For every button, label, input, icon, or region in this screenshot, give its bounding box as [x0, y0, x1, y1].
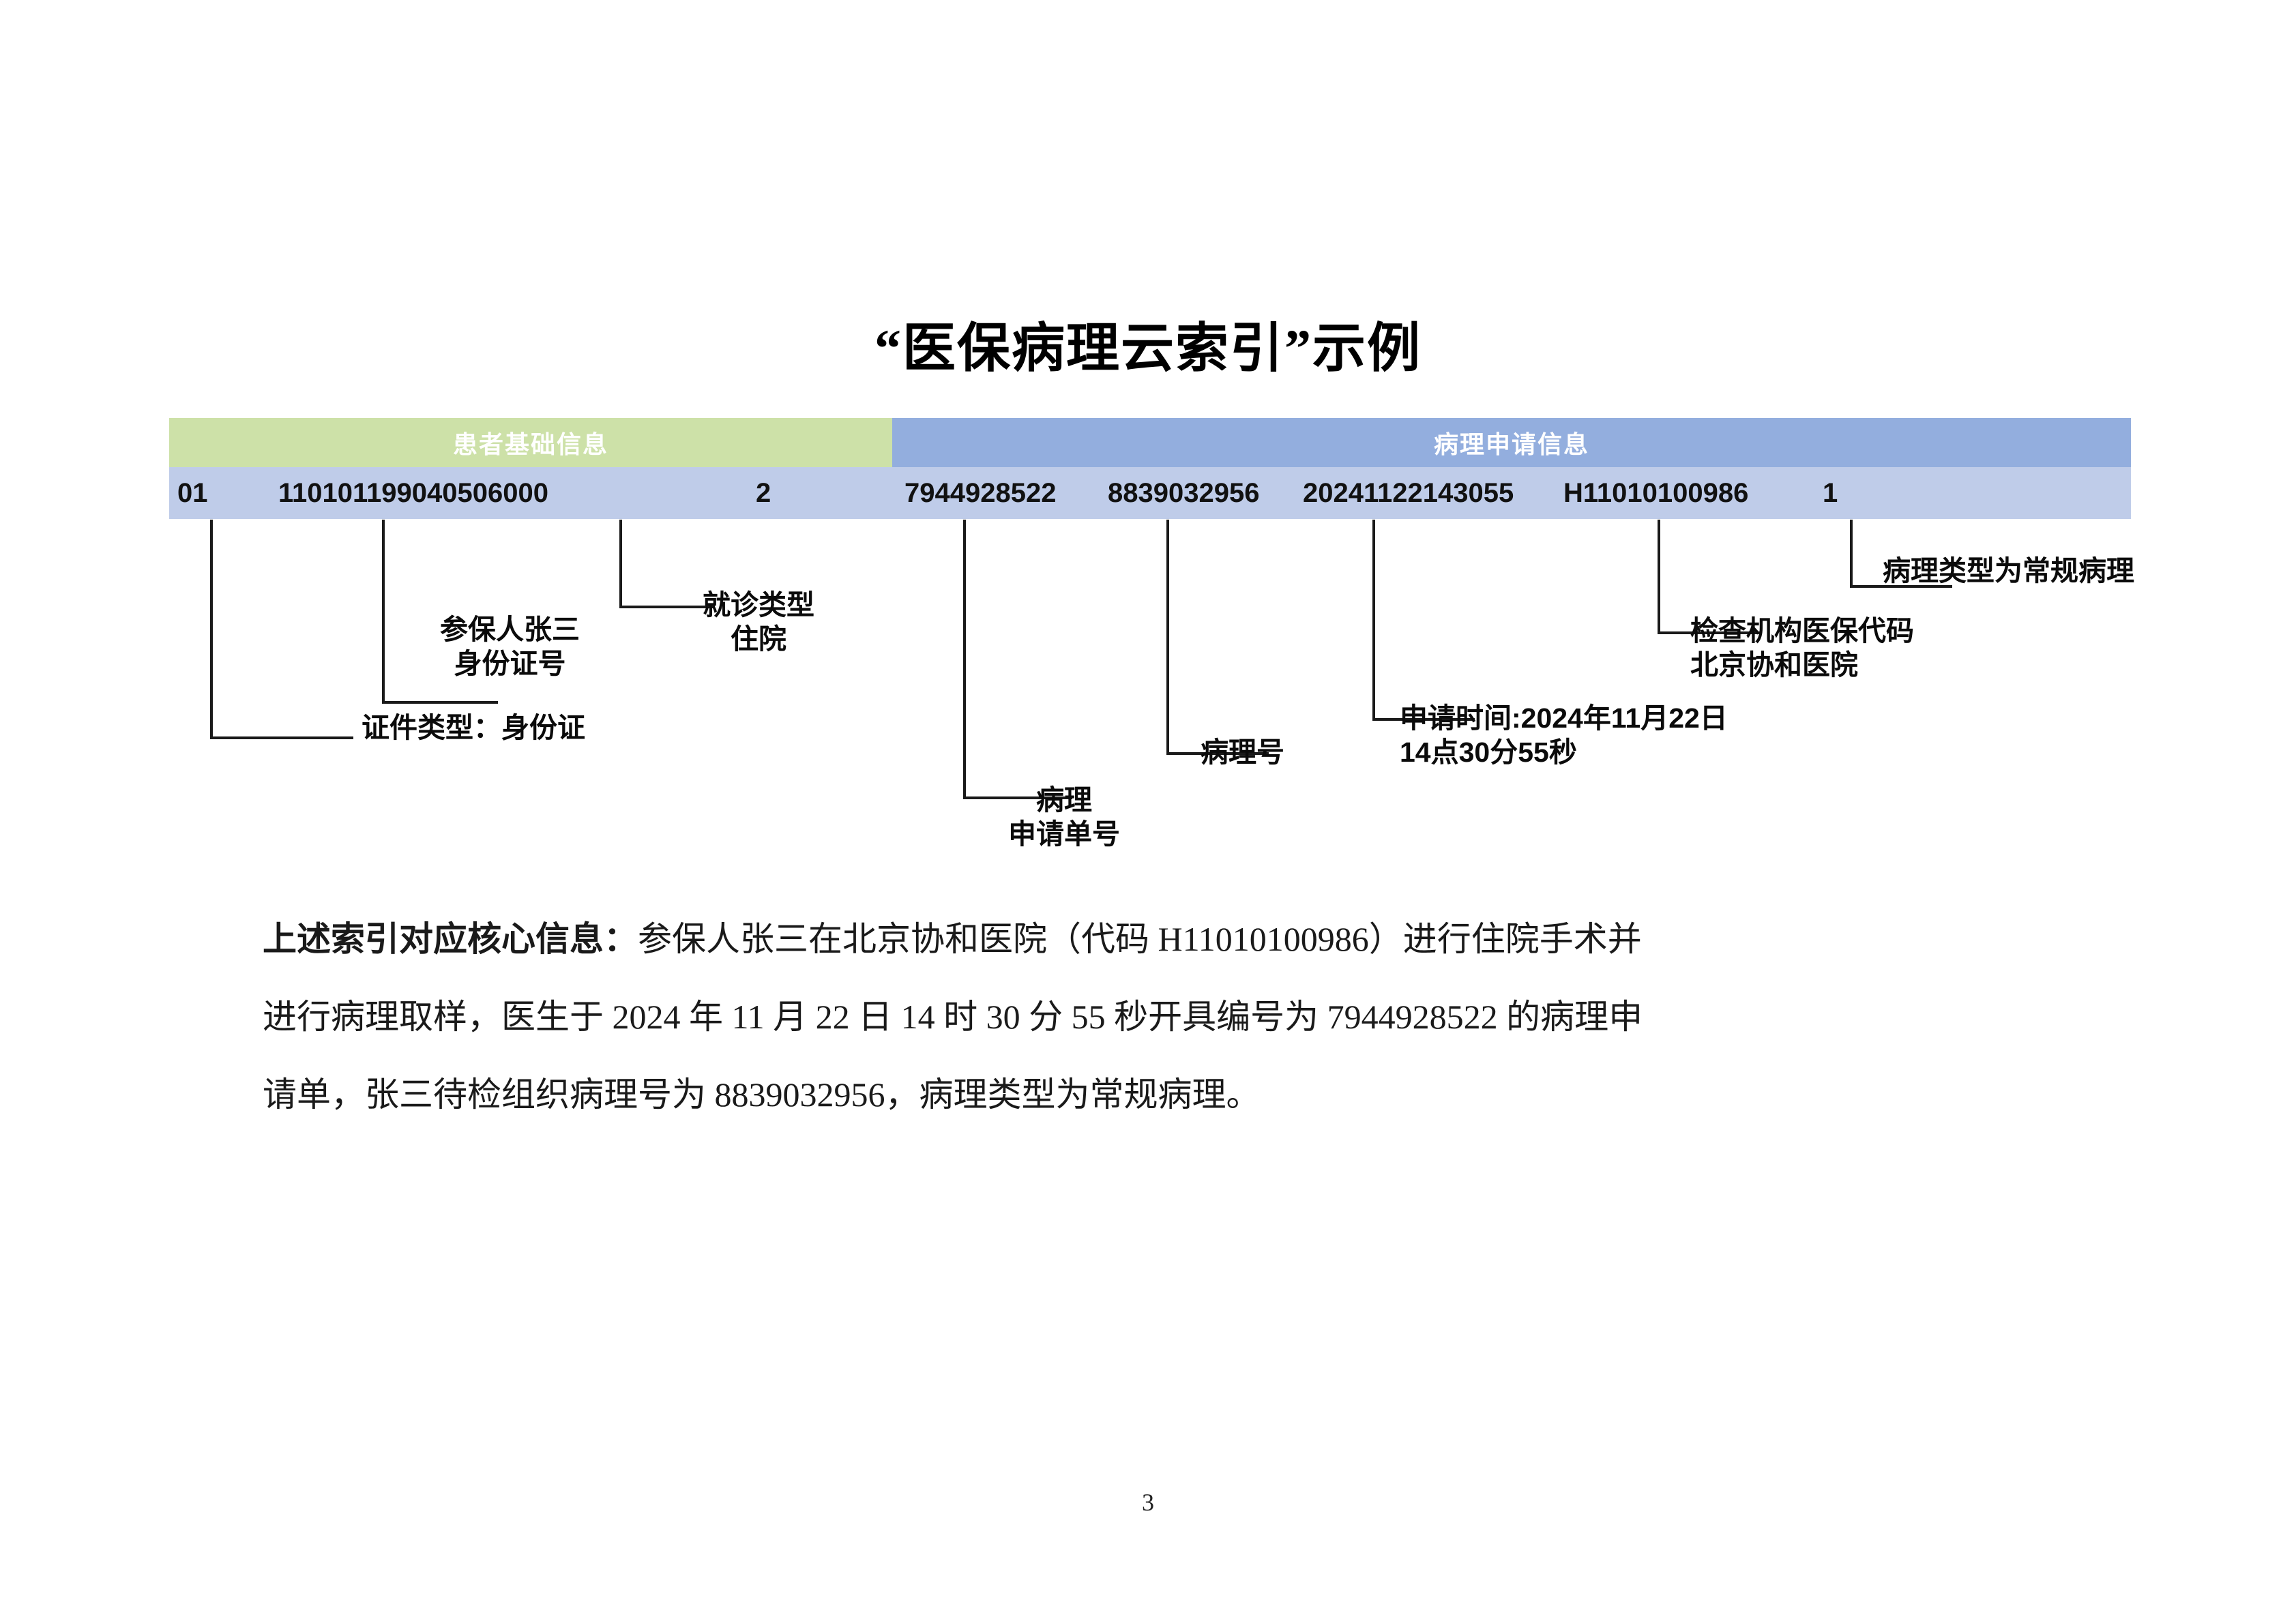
callout-hospital-code-line2: 北京协和医院 — [1690, 649, 1858, 681]
leader-line-pathology-no — [1166, 520, 1269, 755]
callout-application-no: 病理 申请单号 — [1008, 783, 1120, 851]
index-bar: 患者基础信息 病理申请信息 01 110101199040506000 2 79… — [169, 418, 2131, 519]
callout-hospital-code: 检查机构医保代码 北京协和医院 — [1690, 614, 1914, 682]
leader-line-id-type — [210, 520, 353, 739]
segment-id-number: 110101199040506000 — [278, 478, 549, 508]
callout-id-number-line2: 身份证号 — [454, 648, 566, 680]
callout-id-type: 证件类型：身份证 — [362, 711, 585, 745]
segment-id-type: 01 — [177, 478, 208, 508]
leader-line-application-no — [963, 520, 1072, 799]
page-title: “医保病理云索引”示例 — [874, 318, 1422, 378]
segment-pathology-type: 1 — [1823, 478, 1838, 508]
index-bar-value-row: 01 110101199040506000 2 7944928522 88390… — [169, 467, 2131, 519]
callout-pathology-type-line1: 病理类型为常规病理 — [1883, 555, 2134, 586]
callout-visit-type: 就诊类型 住院 — [703, 588, 814, 656]
segment-apply-time: 20241122143055 — [1303, 478, 1514, 508]
callout-apply-time-line2: 14点30分55秒 — [1400, 736, 1577, 769]
callout-apply-time: 申请时间:2024年11月22日 14点30分55秒 — [1400, 701, 1728, 769]
callout-id-number: 参保人张三 身份证号 — [440, 612, 580, 681]
segment-visit-type: 2 — [756, 478, 771, 508]
page-number: 3 — [1142, 1489, 1154, 1516]
leader-line-pathology-type — [1850, 520, 1952, 588]
callout-pathology-no: 病理号 — [1201, 735, 1284, 769]
callout-pathology-no-line1: 病理号 — [1201, 736, 1284, 768]
index-bar-header-row: 患者基础信息 病理申请信息 — [169, 418, 2131, 467]
callout-application-no-line1: 病理 — [1036, 784, 1092, 816]
callout-id-number-line1: 参保人张三 — [440, 614, 580, 645]
segment-hospital-code: H11010100986 — [1563, 478, 1749, 508]
leader-line-apply-time — [1372, 520, 1475, 721]
summary-line-1: 上述索引对应核心信息：参保人张三在北京协和医院（代码 H11010100986）… — [263, 900, 2036, 978]
callout-pathology-type: 病理类型为常规病理 — [1883, 554, 2134, 588]
segment-pathology-no: 8839032956 — [1108, 478, 1260, 508]
callout-application-no-line2: 申请单号 — [1008, 818, 1120, 850]
leader-line-hospital-code — [1658, 520, 1760, 634]
header-patient-basic-info: 患者基础信息 — [169, 418, 892, 467]
leader-line-id-number — [382, 520, 498, 704]
callout-visit-type-line1: 就诊类型 — [703, 589, 814, 621]
segment-application-no: 7944928522 — [904, 478, 1057, 508]
summary-line-1-text: 参保人张三在北京协和医院（代码 H11010100986）进行住院手术并 — [638, 920, 1642, 958]
summary-paragraph: 上述索引对应核心信息：参保人张三在北京协和医院（代码 H11010100986）… — [263, 900, 2036, 1133]
callout-visit-type-line2: 住院 — [731, 623, 786, 655]
summary-line-3: 请单，张三待检组织病理号为 8839032956，病理类型为常规病理。 — [263, 1075, 1261, 1114]
summary-line-2: 进行病理取样，医生于 2024 年 11 月 22 日 14 时 30 分 55… — [263, 998, 1643, 1036]
header-pathology-application-info: 病理申请信息 — [892, 418, 2131, 467]
callout-hospital-code-line1: 检查机构医保代码 — [1690, 615, 1914, 646]
leader-line-visit-type — [619, 520, 715, 608]
callout-apply-time-line1: 申请时间:2024年11月22日 — [1400, 702, 1728, 734]
callout-id-type-line1: 证件类型：身份证 — [362, 712, 585, 743]
summary-lead: 上述索引对应核心信息： — [263, 920, 638, 958]
